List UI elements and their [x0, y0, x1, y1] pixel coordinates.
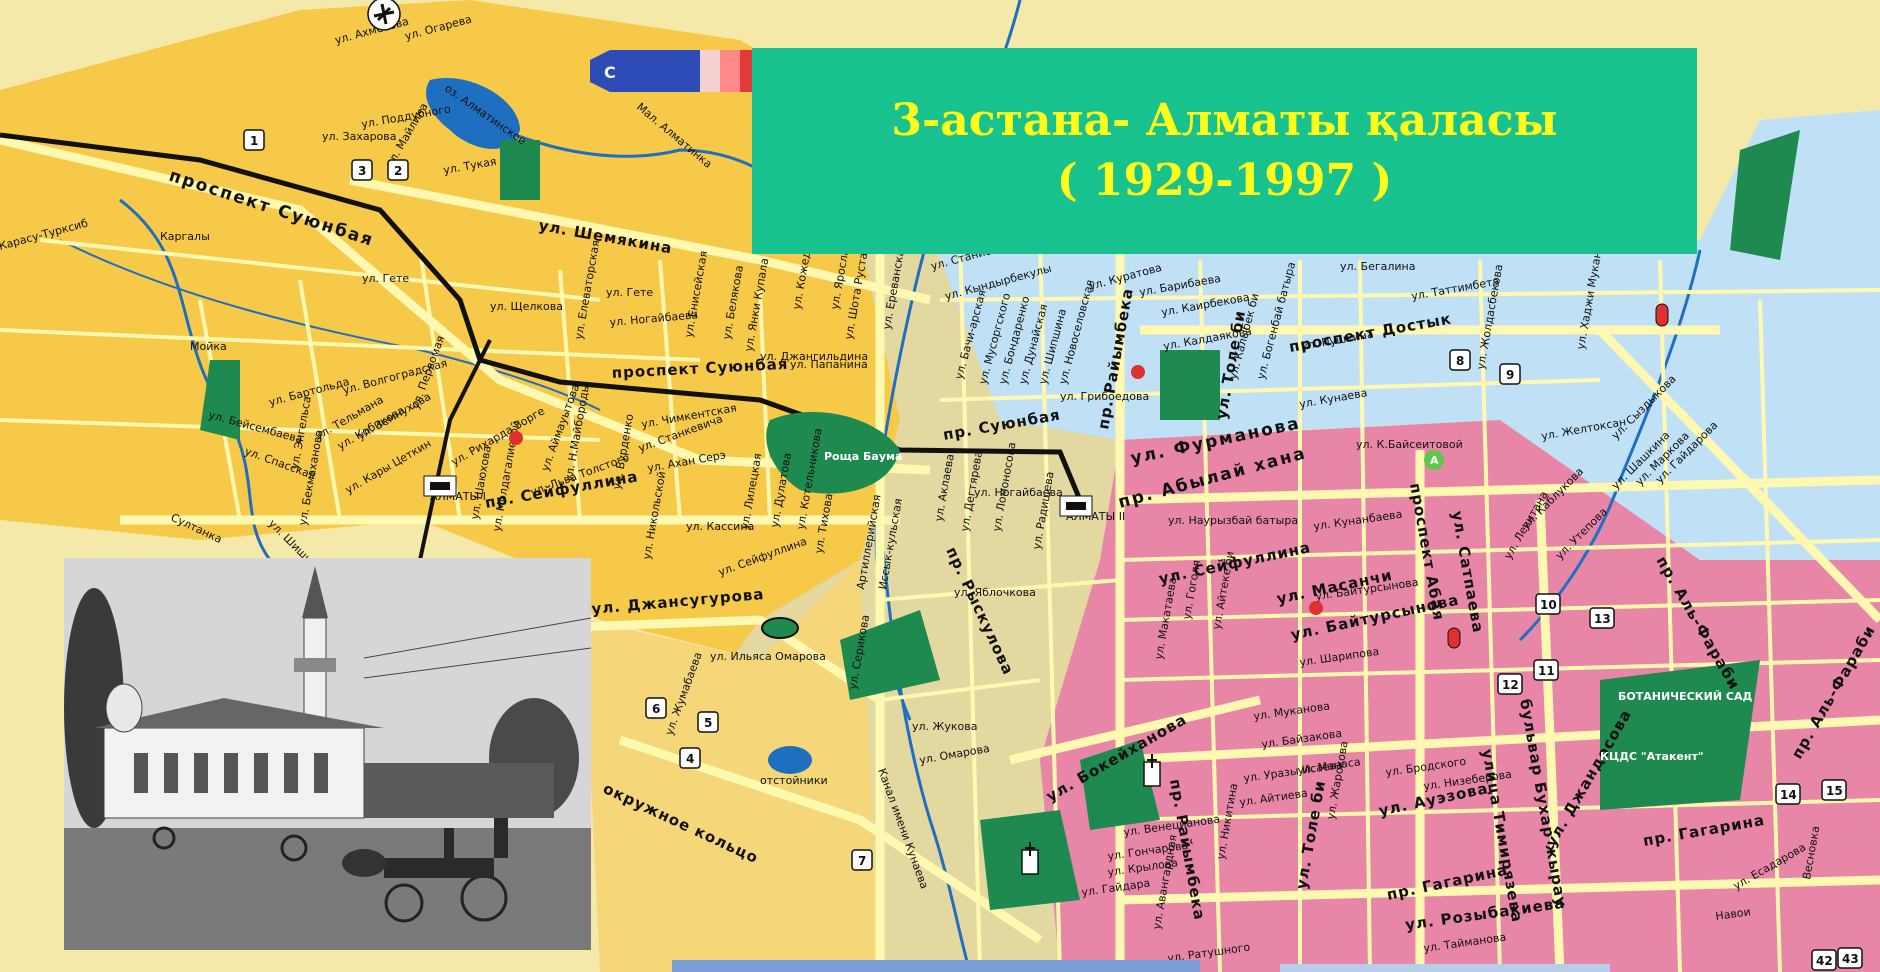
- railway: [0, 132, 1083, 501]
- park: [1080, 740, 1160, 830]
- landmark-red: [1447, 627, 1461, 649]
- district-marker: 5: [697, 711, 719, 733]
- map-years: ( 1929-1997 ): [1056, 155, 1393, 206]
- district-marker-number: 15: [1826, 784, 1843, 798]
- historic-mosque-photo: [64, 558, 591, 950]
- district-marker-number: 13: [1594, 612, 1611, 626]
- district-marker-number: 3: [358, 164, 366, 178]
- compass-strip: С: [590, 50, 770, 92]
- district-marker-number: 5: [704, 716, 712, 730]
- place-label: БОТАНИЧЕСКИЙ САД: [1618, 690, 1752, 703]
- church-icon: [1021, 842, 1039, 875]
- map-title: 3-астана- Алматы қаласы: [891, 95, 1558, 146]
- metro-a-icon: A: [1424, 450, 1444, 470]
- street-label: ул. Наурызбай батыра: [1168, 514, 1298, 527]
- street-label: ул. Грибоедова: [1060, 390, 1149, 403]
- street-label: ул. Гете: [362, 272, 409, 285]
- district-marker-number: 42: [1816, 954, 1833, 968]
- railway-branch: [418, 339, 492, 561]
- major-roads: [0, 135, 1880, 972]
- church-icon: [1143, 754, 1161, 787]
- street-label: ул. Ногайбаева: [974, 486, 1063, 499]
- district-marker: 10: [1535, 593, 1561, 615]
- street-label: ул. Щелкова: [490, 300, 563, 313]
- street-label: ул. Захарова: [322, 130, 397, 143]
- bottom-bar: [1280, 964, 1610, 972]
- park: [1730, 130, 1800, 260]
- street-label: ул. Кассина: [686, 520, 754, 533]
- district-marker: 13: [1589, 607, 1615, 629]
- district-marker: 42: [1811, 949, 1837, 971]
- lake-almatinskoe: [426, 78, 520, 149]
- district-marker-number: 7: [858, 854, 866, 868]
- street-label: ул. Ильяса Омарова: [710, 650, 826, 663]
- apple-icon: [1131, 365, 1145, 379]
- train-station-icon: [1059, 495, 1093, 517]
- district-marker-number: 12: [1502, 678, 1519, 692]
- apple-icon: [1309, 601, 1323, 615]
- park: [840, 610, 940, 700]
- park: [1160, 350, 1220, 420]
- street-label: ул. Гете: [606, 286, 653, 299]
- street-label: ул. Джангильдина: [760, 350, 868, 363]
- district-marker: 3: [351, 159, 373, 181]
- place-label: отстойники: [760, 774, 828, 787]
- east-district: [930, 110, 1880, 560]
- svg-text:A: A: [1430, 454, 1439, 467]
- district-marker-number: 11: [1538, 664, 1555, 678]
- district-marker: 11: [1533, 659, 1559, 681]
- street-label: ул. Жукова: [912, 720, 978, 733]
- lake-otstoyniki: [768, 746, 812, 774]
- district-marker: 14: [1775, 783, 1801, 805]
- district-marker: 2: [387, 159, 409, 181]
- district-marker-number: 2: [394, 164, 402, 178]
- train-station-icon: [423, 475, 457, 497]
- district-marker-number: 8: [1456, 354, 1464, 368]
- district-marker-number: 6: [652, 702, 660, 716]
- place-label: Каргалы: [160, 230, 210, 243]
- district-marker: 9: [1499, 363, 1521, 385]
- district-marker-number: 10: [1540, 598, 1557, 612]
- photo-drawing: [64, 558, 591, 950]
- district-marker: 15: [1821, 779, 1847, 801]
- district-marker: 12: [1497, 673, 1523, 695]
- district-marker-number: 1: [250, 134, 258, 148]
- compass-letter: С: [604, 63, 616, 82]
- airplane-icon: [367, 0, 401, 31]
- district-marker-number: 43: [1842, 952, 1859, 966]
- district-marker: 4: [679, 747, 701, 769]
- park: [200, 360, 240, 440]
- district-marker: 7: [851, 849, 873, 871]
- district-marker: 1: [243, 129, 265, 151]
- bottom-bar: [672, 960, 1200, 972]
- place-label: КЦДС "Атакент": [1600, 750, 1704, 763]
- district-marker-number: 4: [686, 752, 694, 766]
- stadium-icon: [761, 617, 799, 639]
- district-marker-number: 9: [1506, 368, 1514, 382]
- park-botanical: [1600, 660, 1760, 810]
- street-label: ул. К.Байсеитовой: [1356, 438, 1463, 451]
- street-label: ул. Бегалина: [1340, 260, 1415, 273]
- district-marker-number: 14: [1780, 788, 1797, 802]
- street-label: Навои: [1715, 905, 1752, 923]
- district-marker: 8: [1449, 349, 1471, 371]
- district-marker: 43: [1837, 947, 1863, 969]
- south-west-district: [590, 560, 880, 972]
- park-roshcha-bauma: [766, 411, 900, 494]
- street-label: ул. Яблочкова: [954, 586, 1036, 599]
- title-panel: 3-астана- Алматы қаласы ( 1929-1997 ): [752, 48, 1697, 254]
- landmark-red: [1655, 303, 1669, 327]
- canal: [59, 239, 601, 411]
- place-label: Роща Баума: [824, 450, 902, 463]
- north-west-district: [0, 0, 930, 660]
- park: [500, 140, 540, 200]
- place-label: Мойка: [190, 340, 227, 353]
- street-label: ул. Папанина: [790, 358, 868, 371]
- district-marker: 6: [645, 697, 667, 719]
- apple-icon: [509, 431, 523, 445]
